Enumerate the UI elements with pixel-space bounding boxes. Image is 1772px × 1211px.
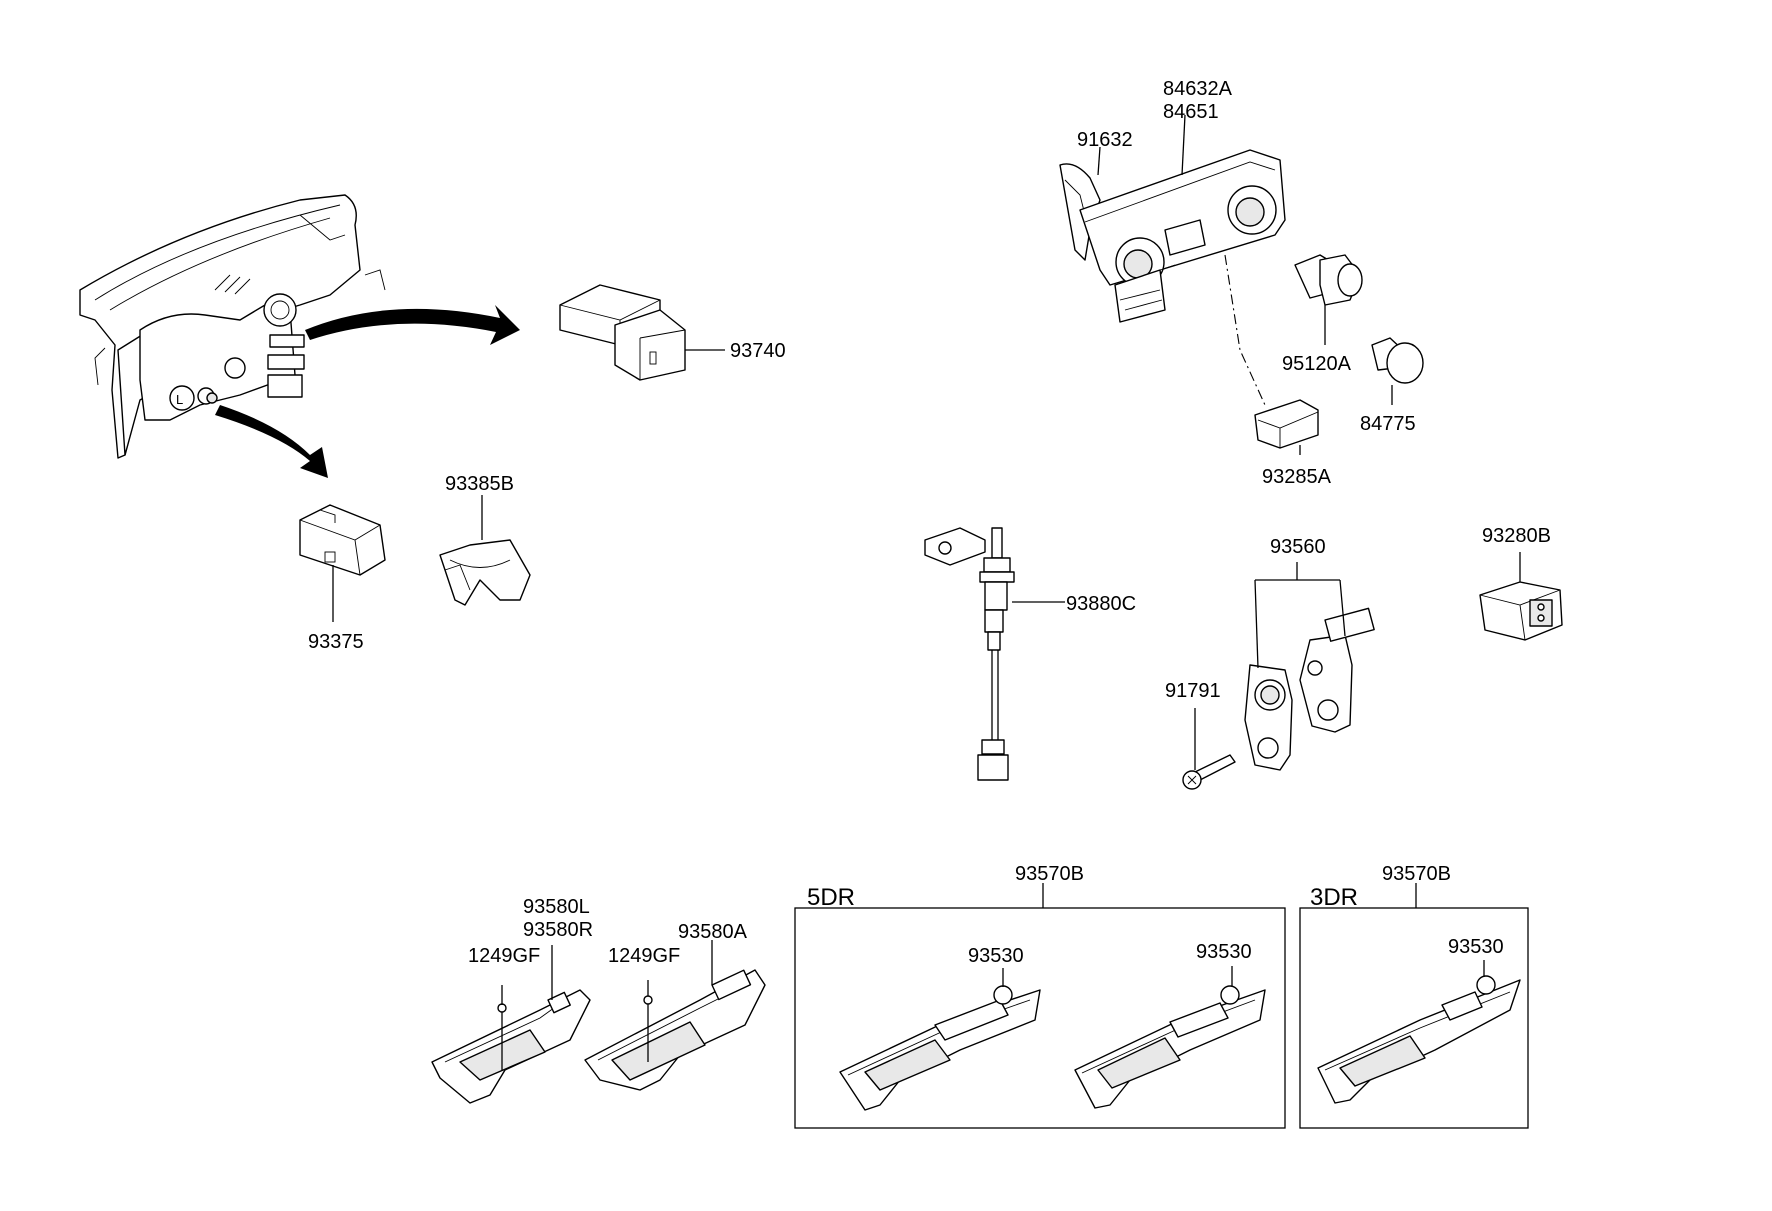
label-93570B-5dr: 93570B	[1015, 863, 1084, 885]
screw-91791	[1182, 708, 1236, 790]
label-93530-a: 93530	[968, 945, 1024, 967]
heater-control-panel	[1059, 114, 1286, 323]
label-91632: 91632	[1077, 129, 1133, 151]
cap-84775	[1371, 337, 1424, 405]
label-93560: 93560	[1270, 536, 1326, 558]
label-93570B-3dr: 93570B	[1382, 863, 1451, 885]
label-93280B: 93280B	[1482, 525, 1551, 547]
label-84632A: 84632A	[1163, 78, 1233, 100]
dashboard-illustration: L	[79, 194, 386, 459]
button-93285A	[1254, 399, 1319, 455]
switch-93280B	[1479, 552, 1563, 641]
window-switch-93570B-5dr-left	[839, 968, 1041, 1111]
window-switch-93580L-R	[431, 945, 591, 1104]
socket-95120A	[1294, 254, 1363, 345]
group-box-5dr	[794, 907, 1286, 1129]
window-switch-93580A	[584, 940, 766, 1091]
label-93375: 93375	[308, 631, 364, 653]
label-84651: 84651	[1163, 101, 1219, 123]
label-93530-c: 93530	[1448, 936, 1504, 958]
label-1249GF-b: 1249GF	[608, 945, 680, 967]
label-93285A: 93285A	[1262, 466, 1332, 488]
bezel-93385B	[439, 495, 531, 606]
label-93580A: 93580A	[678, 921, 748, 943]
label-93740: 93740	[730, 340, 786, 362]
label-84775: 84775	[1360, 413, 1416, 435]
label-93580R: 93580R	[523, 919, 593, 941]
sensor-93880C	[924, 527, 1065, 781]
label-93580L: 93580L	[523, 896, 590, 918]
group-box-3dr	[1299, 907, 1529, 1129]
window-switch-93570B-3dr	[1317, 960, 1521, 1104]
door-switch-93560	[1244, 562, 1375, 771]
window-switch-93570B-5dr-right	[1074, 966, 1266, 1109]
switch-93375	[299, 504, 386, 622]
pointer-arrow-93375	[215, 405, 328, 478]
group-label-3dr: 3DR	[1310, 884, 1358, 911]
switch-93740	[559, 284, 725, 381]
pointer-arrow-93740	[305, 305, 520, 345]
dashed-leader-93285A	[1224, 254, 1266, 406]
label-1249GF-a: 1249GF	[468, 945, 540, 967]
label-93385B: 93385B	[445, 473, 514, 495]
group-label-5dr: 5DR	[807, 884, 855, 911]
svg-text:L: L	[176, 392, 183, 407]
label-91791: 91791	[1165, 680, 1221, 702]
label-95120A: 95120A	[1282, 353, 1352, 375]
label-93880C: 93880C	[1066, 593, 1136, 615]
label-93530-b: 93530	[1196, 941, 1252, 963]
